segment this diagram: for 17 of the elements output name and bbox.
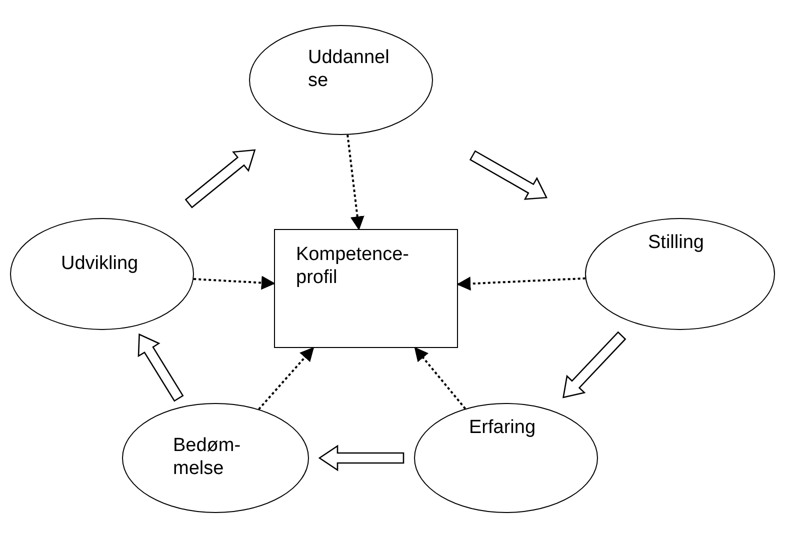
node-label: Udvikling [61, 252, 140, 275]
node-label: Kompetence- profil [296, 243, 410, 289]
block-arrow [469, 150, 548, 200]
block-arrow [184, 149, 256, 208]
block-arrow [318, 444, 404, 472]
node-label: Bedøm- melse [173, 434, 242, 480]
process-box [274, 229, 458, 348]
dotted-arrow [456, 276, 586, 291]
dotted-arrow [346, 134, 364, 230]
node-label: Stilling [648, 231, 705, 254]
block-arrow [562, 331, 626, 398]
node-label: Erfaring [469, 416, 537, 439]
block-arrow [138, 333, 184, 402]
node-label: Uddannel se [308, 46, 390, 92]
dotted-arrow [194, 276, 276, 290]
dotted-arrow [258, 346, 314, 410]
dotted-arrow [414, 346, 466, 410]
